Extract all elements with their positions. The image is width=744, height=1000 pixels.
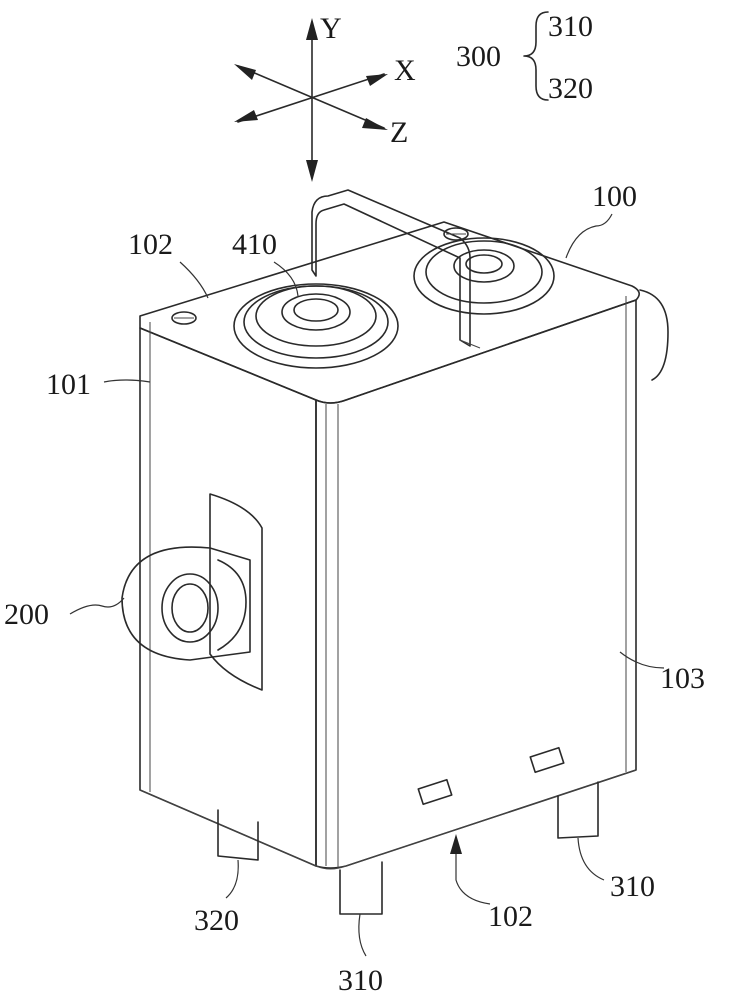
pin-front [340, 862, 382, 914]
label-103: 103 [660, 662, 705, 695]
leader-102-top [180, 262, 208, 298]
cap-ring-3 [256, 286, 376, 346]
label-410: 410 [232, 228, 277, 261]
leader-310-right [578, 838, 604, 880]
group-300-label: 300 [456, 40, 501, 73]
axis-z-label: Z [390, 116, 408, 149]
label-320: 320 [194, 904, 239, 937]
cap-back [414, 238, 554, 314]
top-face [140, 222, 639, 403]
leader-320 [226, 860, 238, 898]
fin-panel [312, 190, 470, 346]
label-200: 200 [4, 598, 49, 631]
arrow-up-icon [450, 834, 462, 854]
group-bracket: 300 310 320 [456, 10, 593, 105]
slot-right [530, 748, 563, 772]
leader-101 [104, 380, 150, 382]
inlet-flange [218, 560, 246, 650]
group-320-label: 320 [548, 72, 593, 105]
callouts: 100 102 410 101 200 103 102 310 310 320 [4, 180, 705, 997]
inlet-mount [210, 494, 262, 690]
axis-x-label: X [394, 54, 416, 87]
slot-left [418, 780, 451, 804]
axis-indicator: Y X Z [234, 12, 416, 182]
inlet-port-inner [172, 584, 208, 632]
leader-103 [620, 652, 664, 668]
x-axis-line [238, 66, 384, 128]
label-310-front: 310 [338, 964, 383, 997]
x-arrow-right-icon [366, 74, 388, 86]
brace-icon [524, 12, 548, 100]
side-inlet [122, 494, 262, 690]
y-arrow-down-icon [306, 160, 318, 182]
axis-y-label: Y [320, 12, 342, 45]
leader-100 [566, 214, 612, 258]
label-102-bottom: 102 [488, 900, 533, 933]
side-bump [640, 290, 668, 380]
y-arrow-up-icon [306, 18, 318, 40]
left-face [140, 328, 316, 866]
x-arrow-left-icon [234, 110, 258, 122]
pin-right [558, 782, 598, 838]
leader-310-front [359, 914, 366, 956]
group-310-label: 310 [548, 10, 593, 43]
cap-front [234, 284, 398, 368]
housing [140, 222, 668, 869]
z-arrow-back-icon [234, 64, 256, 80]
z-axis-line [238, 74, 384, 122]
label-101: 101 [46, 368, 91, 401]
cap-bore-inner [294, 299, 338, 321]
pin-left [218, 810, 258, 860]
front-face [316, 300, 636, 868]
label-310-right: 310 [610, 870, 655, 903]
z-arrow-front-icon [362, 118, 388, 130]
bottom-edge [140, 770, 636, 869]
label-102-top: 102 [128, 228, 173, 261]
leader-200 [70, 598, 124, 614]
cap-ring-2 [244, 286, 388, 358]
cap-back-bore-inner [466, 255, 502, 273]
label-100: 100 [592, 180, 637, 213]
inlet-body [122, 547, 250, 660]
